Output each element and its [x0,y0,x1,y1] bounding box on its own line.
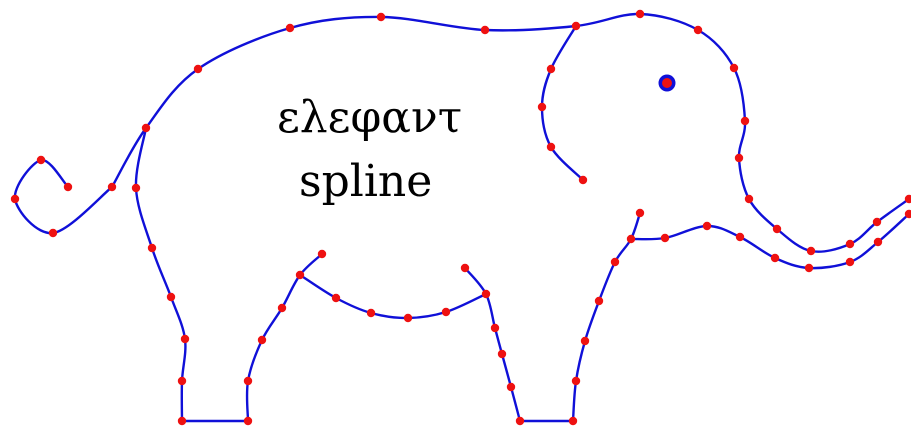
knot-point [318,250,326,258]
knot-point [49,229,57,237]
knot-point [730,64,738,72]
knot-point [258,336,266,344]
spline-curves [15,14,909,421]
knot-point [703,222,711,230]
knot-point [661,234,669,242]
chest-front-leg-curve [136,128,186,421]
knot-point [771,254,779,262]
knot-point [581,337,589,345]
eye-center [662,78,672,88]
knot-point [874,238,882,246]
knot-point [148,244,156,252]
knot-point [805,264,813,272]
knot-point [108,183,116,191]
knot-point [244,417,252,425]
knot-point [244,377,252,385]
knot-point [846,240,854,248]
knot-point [167,293,175,301]
knot-point [873,218,881,226]
knot-point [636,209,644,217]
knot-point [736,233,744,241]
knot-point [507,383,515,391]
front-leg-inner-curve [247,254,322,421]
knot-point [569,417,577,425]
hind-leg-outer-curve [573,213,640,421]
knot-point [516,417,524,425]
knot-point [332,294,340,302]
knot-point [442,308,450,316]
knot-point [773,225,781,233]
knot-point [547,143,555,151]
back-outline-curve [112,14,909,252]
knot-point [481,26,489,34]
knot-point [595,297,603,305]
knot-point [572,22,580,30]
knot-point [64,183,72,191]
knot-point [377,13,385,21]
knot-point [611,258,619,266]
knot-point [178,417,186,425]
knot-point [735,154,743,162]
knot-point [572,377,580,385]
ear-curve [542,26,583,180]
greek-word-label: ελεφαντ [277,96,462,140]
knot-point [627,235,635,243]
knot-point [741,117,749,125]
knot-point [694,26,702,34]
knot-point [498,350,506,358]
knot-point [296,271,304,279]
knot-point [547,65,555,73]
knot-point [367,309,375,317]
knot-point [579,176,587,184]
knot-point [37,156,45,164]
knot-point [461,264,469,272]
knot-point [807,247,815,255]
knot-point [278,304,286,312]
knot-point [11,195,19,203]
knot-point [491,324,499,332]
knot-point [181,335,189,343]
knot-point [286,24,294,32]
knot-points [11,10,911,425]
hind-leg-inner-curve [465,268,520,421]
knot-point [132,184,140,192]
knot-point [846,258,854,266]
knot-point [636,10,644,18]
belly-curve [300,275,486,318]
tail-curve [15,160,112,233]
knot-point [482,290,490,298]
knot-point [745,195,753,203]
knot-point [142,124,150,132]
knot-point [194,65,202,73]
knot-point [178,377,186,385]
knot-point [404,314,412,322]
spline-word-label: spline [299,160,432,204]
knot-point [538,103,546,111]
